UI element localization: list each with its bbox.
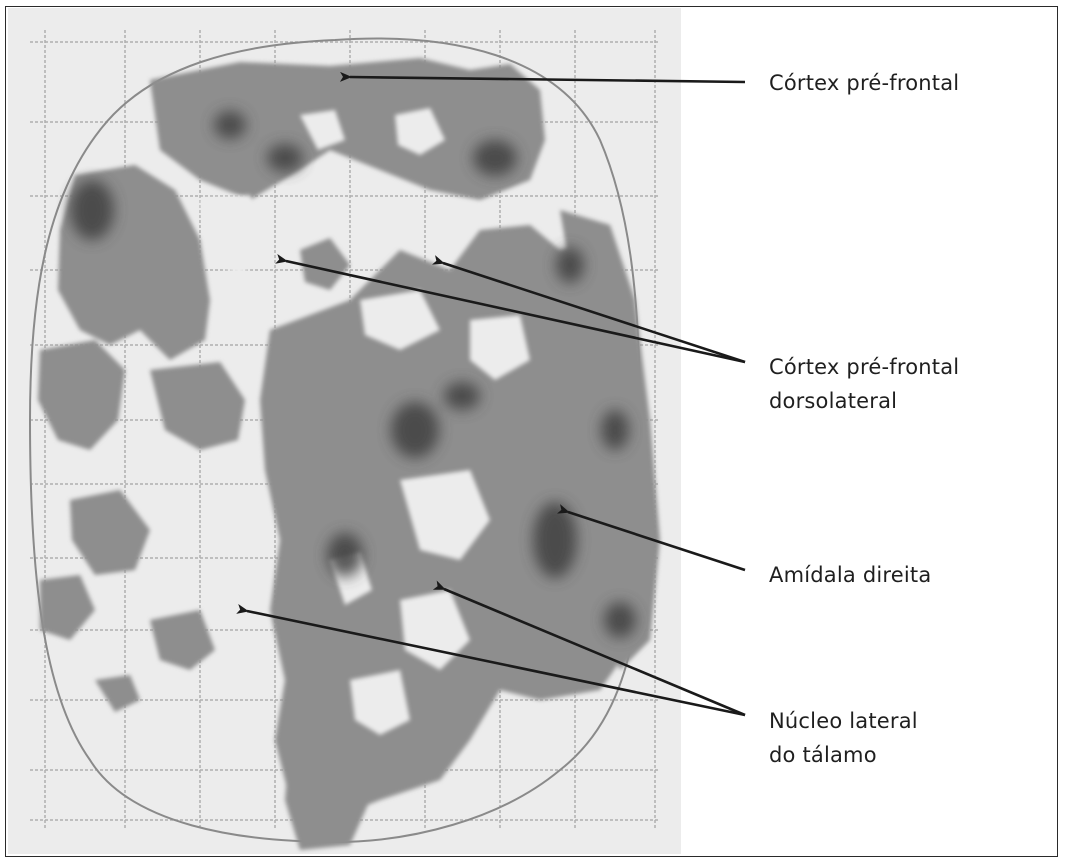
arrow-amygdala (556, 504, 746, 572)
arrow-dorsolateral-left (275, 253, 746, 364)
label-dorsolateral-line1: Córtex pré-frontal (769, 355, 960, 379)
label-thalamus-line2: do tálamo (769, 743, 877, 767)
figure-frame (5, 6, 1058, 857)
arrow-prefrontal (339, 71, 746, 84)
arrow-thalamus-left (236, 604, 746, 717)
label-right-amygdala-text: Amídala direita (769, 563, 932, 587)
label-thalamus-lateral-nucleus: Núcleo lateral do tálamo (769, 704, 918, 772)
annotation-arrows (236, 71, 746, 717)
label-prefrontal-cortex: Córtex pré-frontal (769, 66, 959, 100)
label-prefrontal-cortex-text: Córtex pré-frontal (769, 71, 960, 95)
label-dorsolateral-line2: dorsolateral (769, 389, 898, 413)
activation-hotspots (70, 111, 636, 638)
label-dorsolateral-prefrontal-cortex: Córtex pré-frontal dorsolateral (769, 350, 959, 418)
label-thalamus-line1: Núcleo lateral (769, 709, 918, 733)
label-right-amygdala: Amídala direita (769, 558, 931, 592)
arrow-dorsolateral-right (431, 255, 746, 364)
arrow-thalamus-right (432, 580, 746, 717)
scan-light-areas (200, 108, 530, 735)
